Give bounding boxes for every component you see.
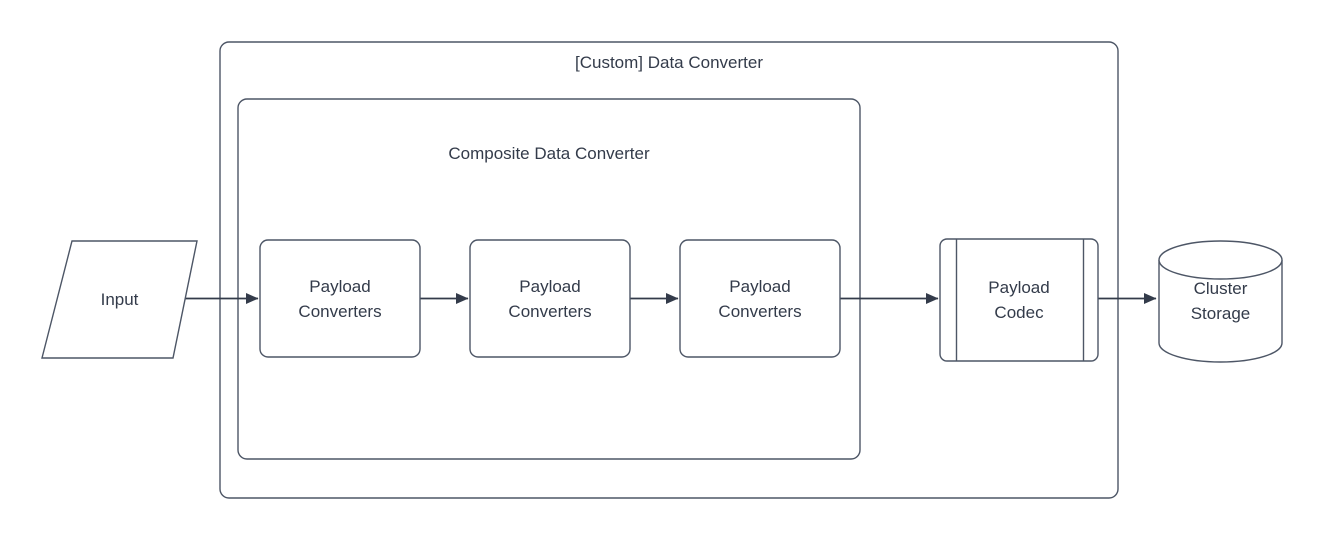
payload-codec-label: Payload Codec bbox=[988, 278, 1050, 322]
cluster-storage-cylinder-top bbox=[1158, 240, 1283, 280]
payload-converters-3-label: Payload Converters bbox=[718, 276, 802, 321]
cluster-storage-cylinder-body bbox=[1158, 260, 1283, 363]
payload-converters-3-shape bbox=[679, 239, 841, 358]
input-label: Input bbox=[100, 290, 139, 309]
payload-codec-shape bbox=[939, 238, 1099, 362]
outer-container-title: [Custom] Data Converter bbox=[574, 53, 763, 72]
payload-converters-1-shape bbox=[259, 239, 421, 358]
input-parallelogram-shape bbox=[41, 240, 198, 359]
payload-converters-2-label: Payload Converters bbox=[508, 276, 592, 321]
payload-converters-1-label: Payload Converters bbox=[298, 276, 382, 321]
inner-container-title: Composite Data Converter bbox=[448, 144, 650, 163]
cluster-storage-label: Cluster Storage bbox=[1190, 279, 1251, 323]
payload-converters-2-shape bbox=[469, 239, 631, 358]
